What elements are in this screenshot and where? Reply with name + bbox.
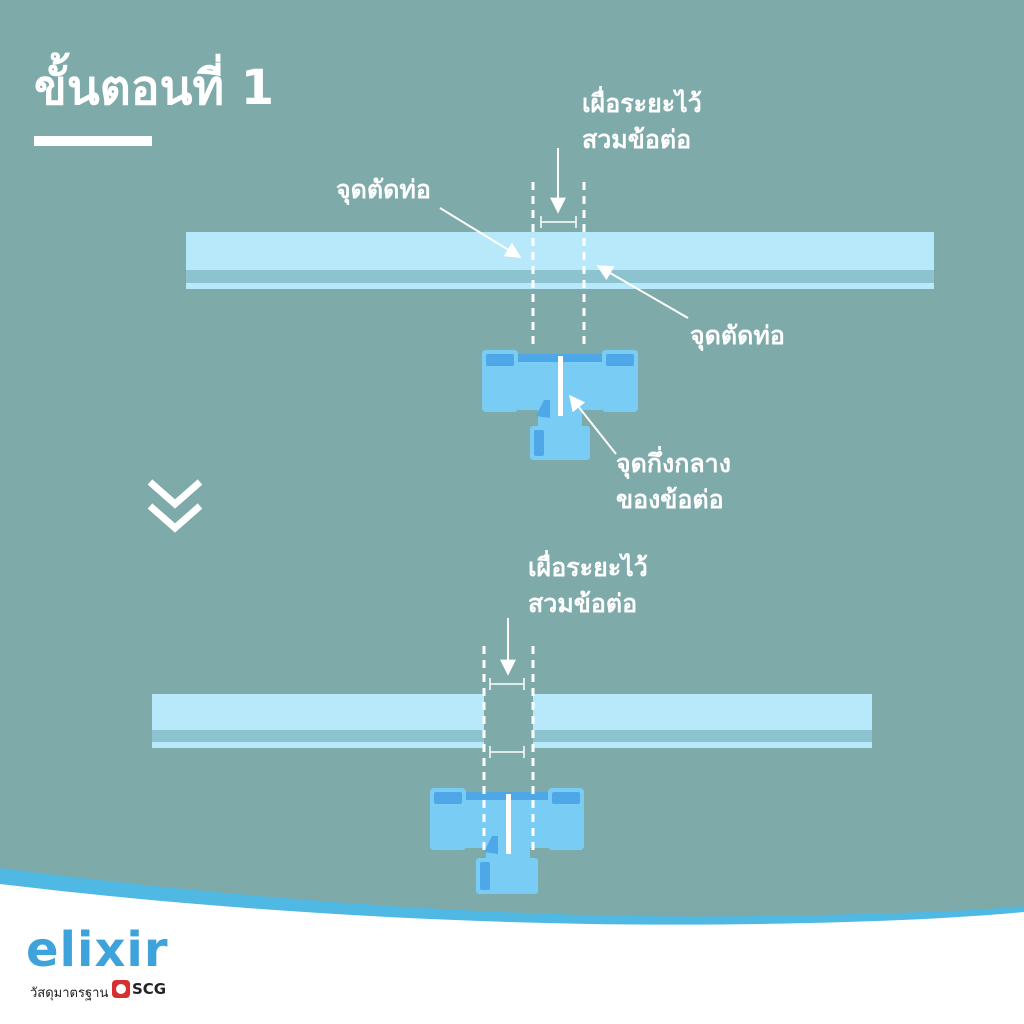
logo-tagline: วัสดุมาตรฐาน xyxy=(30,986,109,1001)
allowance-label-top-line1: เผื่อระยะไว้ xyxy=(582,89,702,118)
scg-logo-icon xyxy=(112,980,130,998)
scg-logo-text: SCG xyxy=(132,980,167,998)
allowance-label-top: เผื่อระยะไว้ สวมข้อต่อ xyxy=(582,86,702,158)
allowance-label-top-line2: สวมข้อต่อ xyxy=(582,125,692,154)
allowance-label-bottom-line1: เผื่อระยะไว้ xyxy=(528,553,648,582)
fitting-center-label-line1: จุดกึ่งกลาง xyxy=(616,449,731,478)
chevron-down-icon xyxy=(147,479,203,533)
allowance-label-bottom-line2: สวมข้อต่อ xyxy=(528,589,638,618)
top-pipe xyxy=(186,232,934,289)
elixir-logo: elixir xyxy=(26,922,169,978)
bottom-pipe-left xyxy=(152,694,484,748)
page-title: ขั้นตอนที่ 1 xyxy=(34,60,275,116)
fitting-center-label: จุดกึ่งกลาง ของข้อต่อ xyxy=(616,446,731,518)
top-arrows xyxy=(439,148,689,455)
cut-point-label-left: จุดตัดท่อ xyxy=(336,175,431,204)
bottom-fitting xyxy=(430,788,584,894)
cut-point-label-right: จุดตัดท่อ xyxy=(690,321,785,350)
bottom-dimension-markers xyxy=(489,678,525,758)
bottom-pipe-right xyxy=(533,694,872,748)
allowance-label-bottom: เผื่อระยะไว้ สวมข้อต่อ xyxy=(528,550,648,622)
title-underline xyxy=(34,136,152,146)
top-fitting xyxy=(482,350,638,460)
footer-wave xyxy=(0,884,1024,1024)
top-dimension-marker xyxy=(540,216,577,228)
fitting-center-label-line2: ของข้อต่อ xyxy=(616,485,724,514)
bottom-cut-lines xyxy=(482,646,535,852)
